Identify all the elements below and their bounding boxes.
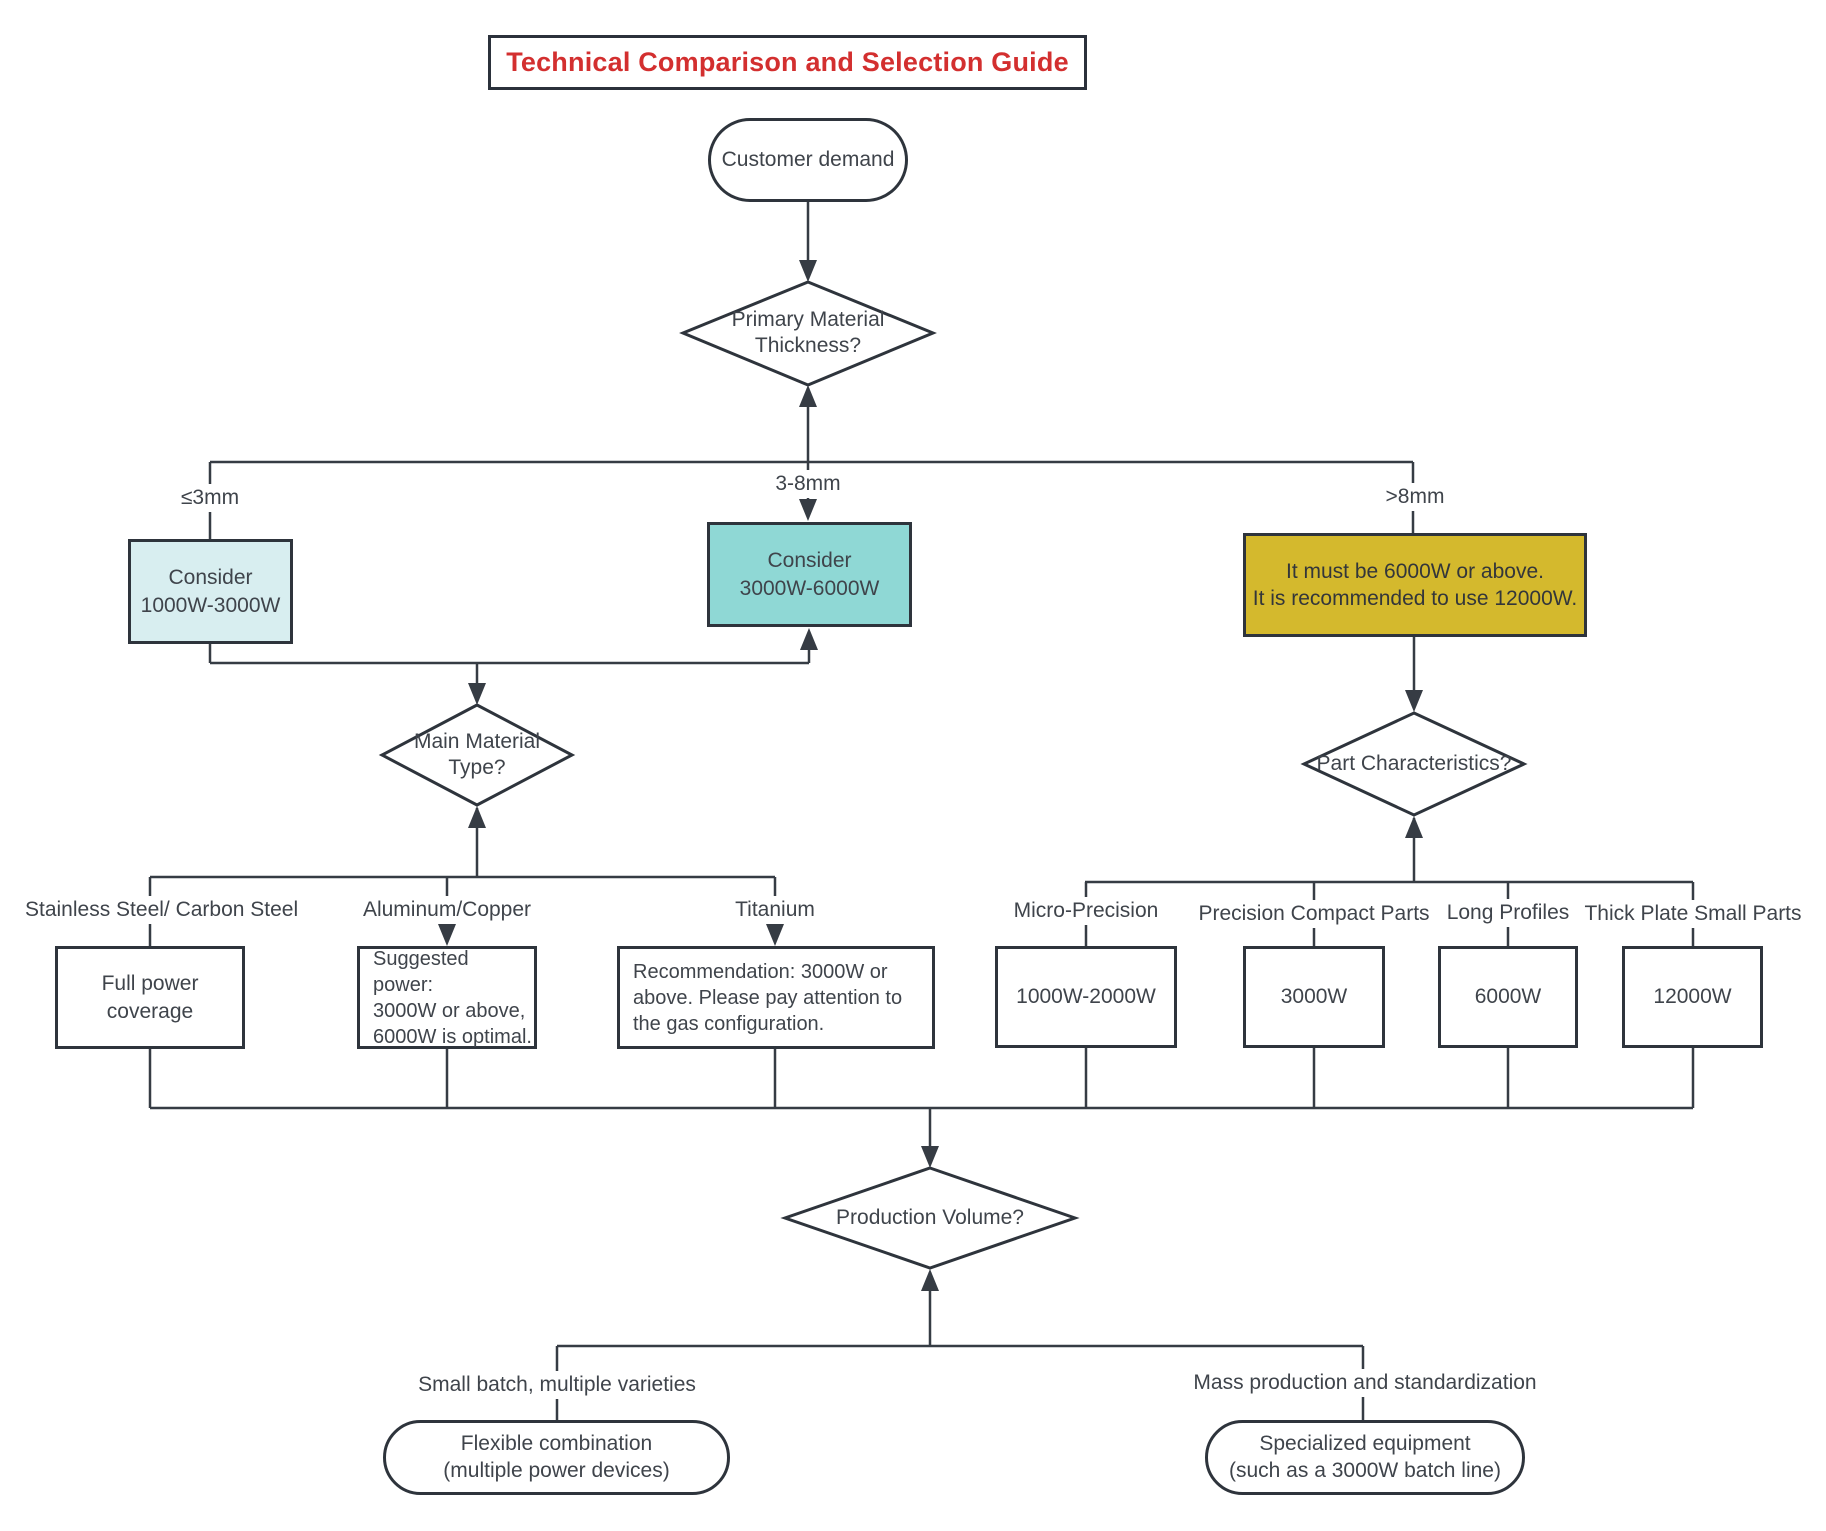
page-title: Technical Comparison and Selection Guide: [488, 35, 1087, 90]
part-diamond-shape: [1300, 711, 1528, 817]
branch-label-titanium: Titanium: [720, 896, 830, 924]
arrow-down-icon: [1405, 690, 1423, 712]
branch-label-stainless-carbon: Stainless Steel/ Carbon Steel: [25, 896, 298, 924]
arrowheads: [438, 260, 1423, 1291]
end-node-specialized-equipment: Specialized equipment (such as a 3000W b…: [1205, 1420, 1525, 1495]
box-consider-1000w-3000w: Consider 1000W-3000W: [128, 539, 293, 644]
branch-label-precision-compact: Precision Compact Parts: [1194, 900, 1434, 928]
branch-label-thick-plate: Thick Plate Small Parts: [1583, 900, 1803, 928]
arrow-down-icon: [468, 683, 486, 705]
branch-label-aluminum-copper: Aluminum/Copper: [357, 896, 537, 924]
branch-label-long-profiles: Long Profiles: [1433, 899, 1583, 927]
branch-label-small-batch: Small batch, multiple varieties: [412, 1371, 702, 1399]
branch-label-3-8mm: 3-8mm: [761, 470, 855, 498]
box-must-be-6000w-or-above: It must be 6000W or above. It is recomme…: [1243, 533, 1587, 637]
arrow-up-icon: [800, 628, 818, 650]
box-3000w: 3000W: [1243, 946, 1385, 1048]
material-diamond-shape: [378, 703, 576, 807]
box-12000w: 12000W: [1622, 946, 1763, 1048]
end-node-flexible-combination: Flexible combination (multiple power dev…: [383, 1420, 730, 1495]
arrow-up-icon: [1405, 816, 1423, 838]
box-consider-3000w-6000w: Consider 3000W-6000W: [707, 522, 912, 627]
volume-diamond-shape: [780, 1166, 1080, 1270]
arrow-up-icon: [468, 806, 486, 828]
arrow-up-icon: [921, 1269, 939, 1291]
arrow-down-icon: [799, 260, 817, 282]
thickness-diamond-shape: [679, 280, 937, 387]
box-6000w: 6000W: [1438, 946, 1578, 1048]
box-full-power-coverage: Full power coverage: [55, 946, 245, 1049]
arrow-up-icon: [799, 385, 817, 407]
box-suggested-power: Suggested power: 3000W or above, 6000W i…: [357, 946, 537, 1049]
branch-label-lte3mm: ≤3mm: [163, 484, 257, 512]
arrow-down-icon: [438, 924, 456, 946]
decision-diamonds: [378, 280, 1528, 1270]
arrow-down-icon: [799, 499, 817, 521]
box-1000w-2000w: 1000W-2000W: [995, 946, 1177, 1048]
branch-label-micro-precision: Micro-Precision: [1001, 897, 1171, 925]
arrow-down-icon: [921, 1146, 939, 1168]
arrow-down-icon: [766, 924, 784, 946]
branch-label-gt8mm: >8mm: [1368, 483, 1462, 511]
start-node-customer-demand: Customer demand: [708, 118, 908, 202]
branch-label-mass-production: Mass production and standardization: [1190, 1369, 1540, 1397]
box-titanium-recommendation: Recommendation: 3000W or above. Please p…: [617, 946, 935, 1049]
